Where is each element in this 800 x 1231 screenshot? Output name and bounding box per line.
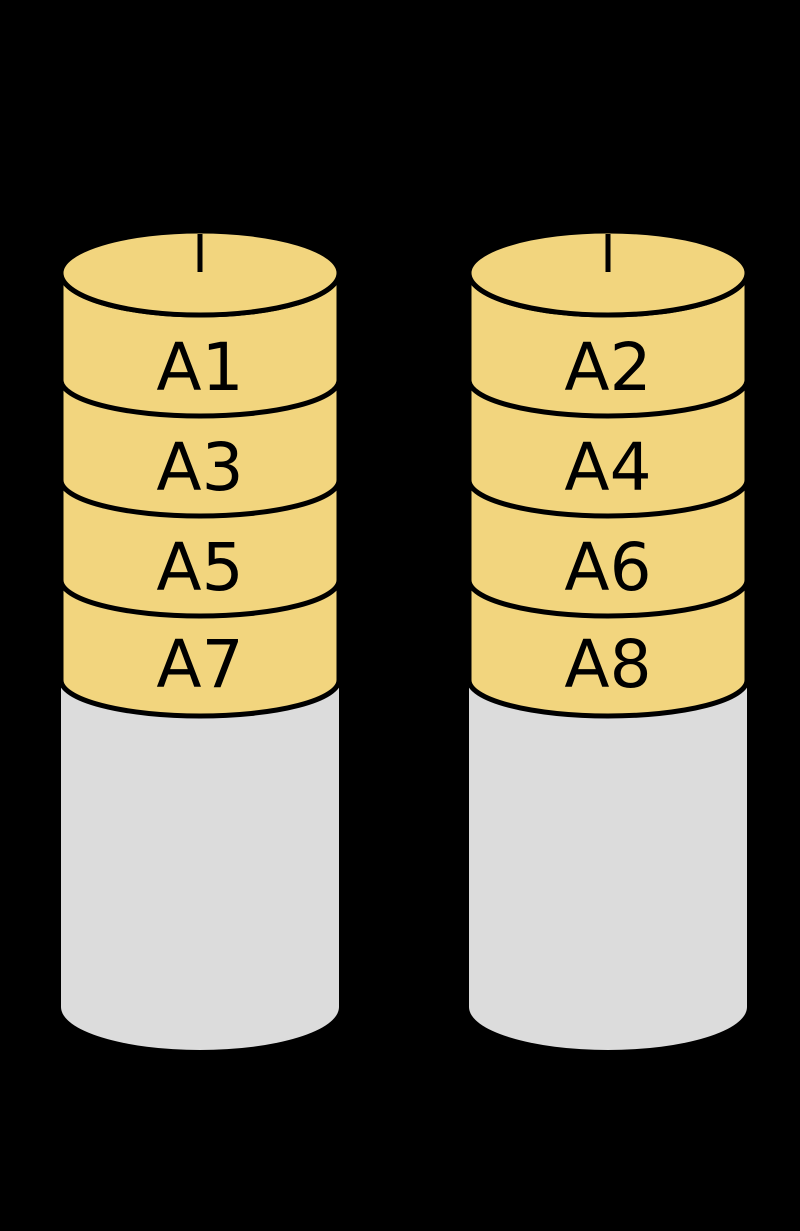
disk-1-top-platter [466, 228, 750, 318]
disk-0: A1 A3 A5 A7 [58, 228, 342, 1050]
disk-0-stripe-dividers [58, 379, 342, 619]
disk-0-stripe-label: A7 [156, 626, 243, 703]
disk-0-stripe-label: A1 [156, 329, 243, 406]
disk-1-stripe-label: A2 [564, 329, 651, 406]
disk-1-stripe-label: A8 [564, 626, 651, 703]
disk-1-stripe-label: A4 [564, 429, 651, 506]
disk-1-stripe-dividers [466, 379, 750, 619]
disk-1-stripe-label: A6 [564, 529, 651, 606]
disk-1: A2 A4 A6 A8 [466, 228, 750, 1050]
disk-0-stripe-label: A5 [156, 529, 243, 606]
disk-0-stripe-label: A3 [156, 429, 243, 506]
disk-0-top-platter [58, 228, 342, 318]
